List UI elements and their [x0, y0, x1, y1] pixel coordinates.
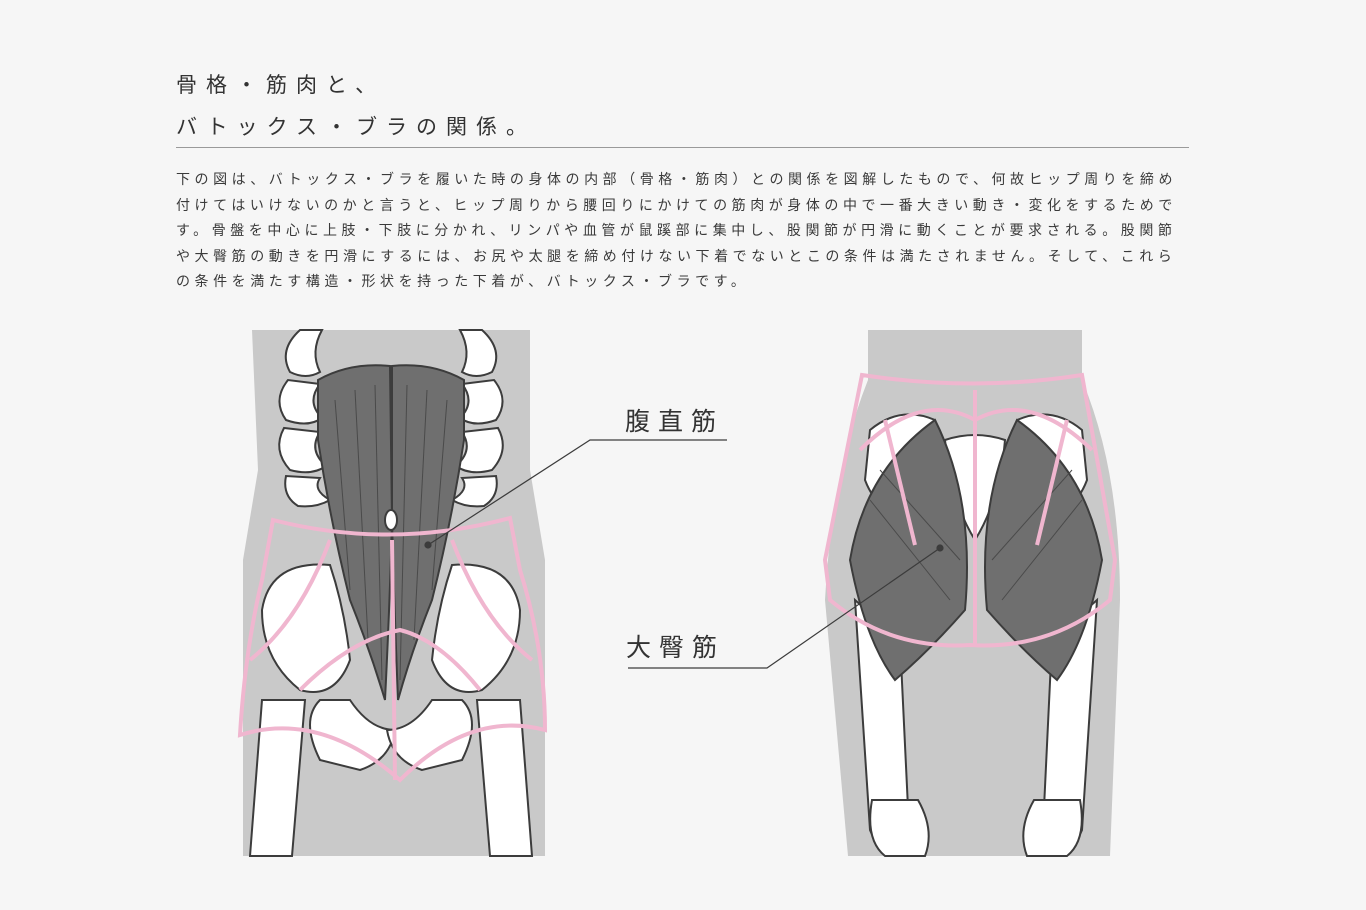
label-rectus-abdominis: 腹直筋 [625, 407, 725, 436]
title-divider [176, 147, 1189, 148]
back-muscle-leader [628, 547, 941, 669]
title-line-2: バトックス・ブラの関係。 [176, 115, 536, 139]
page-title: 骨格・筋肉と、 バトックス・ブラの関係。 [176, 64, 536, 148]
description-paragraph: 下の図は、バトックス・ブラを履いた時の身体の内部（骨格・筋肉）との関係を図解した… [176, 172, 1177, 290]
gluteus-maximus-muscle [848, 418, 1104, 682]
title-line-1: 骨格・筋肉と、 [176, 73, 386, 97]
back-muscle-dot [936, 544, 944, 552]
callout-leaders [424, 439, 944, 669]
back-view [822, 330, 1120, 857]
front-muscle-leader [427, 439, 727, 546]
knee-bones [869, 799, 1083, 857]
label-gluteus-maximus: 大臀筋 [626, 633, 726, 662]
front-muscle-dot [424, 541, 432, 549]
front-garment-outline [237, 515, 548, 783]
front-view [237, 329, 548, 857]
front-ribcage [278, 329, 504, 508]
front-pelvis [248, 563, 534, 857]
back-garment-outline [822, 372, 1118, 648]
